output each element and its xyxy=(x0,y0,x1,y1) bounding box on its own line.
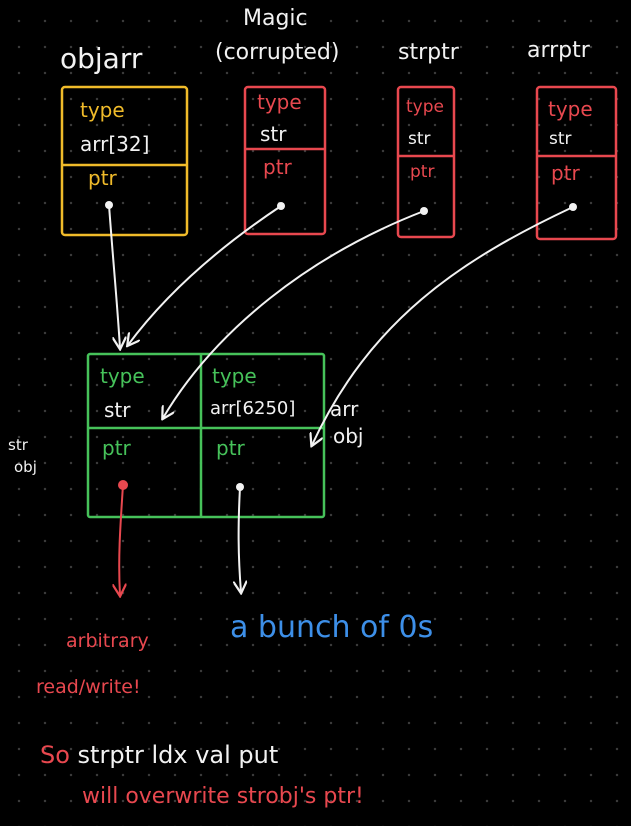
magic-box xyxy=(243,85,327,236)
arrptr-ptr-label: ptr xyxy=(551,161,580,185)
arrptr-field-label: str xyxy=(549,129,572,149)
strptr-box xyxy=(396,85,456,239)
objarr-type-label: type xyxy=(80,98,125,122)
str-obj-label-line2: obj xyxy=(14,458,37,476)
magic-ptr-label: ptr xyxy=(263,155,292,179)
note-line1-text: So strptr ldx val put xyxy=(40,741,279,769)
header-strptr: strptr xyxy=(398,40,459,65)
arbitrary-label-line2: read/write! xyxy=(36,676,141,698)
header-arrptr: arrptr xyxy=(527,38,590,63)
zeros-label: a bunch of 0s xyxy=(230,610,434,645)
magic-field-label: str xyxy=(260,122,287,146)
arrobj-field-label: arr[6250] xyxy=(210,398,296,419)
strobj-ptr-label: ptr xyxy=(102,436,131,460)
arrptr-to-arrobj-arrow xyxy=(312,206,574,445)
arrptr-box xyxy=(535,85,618,241)
magic-to-main-arrow xyxy=(128,205,282,345)
arrobj-ptr-arrow xyxy=(239,486,241,592)
note-line2: will overwrite strobj's ptr! xyxy=(82,784,364,809)
header-magic-line1: Magic xyxy=(243,6,308,31)
arrobj-type-label: type xyxy=(212,364,257,388)
header-magic-line2: (corrupted) xyxy=(215,40,340,65)
magic-type-label: type xyxy=(257,90,302,114)
strobj-field-label: str xyxy=(104,398,131,422)
strobj-ptr-arrow xyxy=(119,484,123,595)
strptr-ptr-label: ptr xyxy=(410,162,435,182)
header-objarr: objarr xyxy=(60,42,143,75)
objarr-field-label: arr[32] xyxy=(80,132,150,156)
note-line1: So strptr ldx val put xyxy=(40,741,278,769)
strptr-to-strobj-arrow xyxy=(163,210,425,418)
arrobj-ptr-label: ptr xyxy=(216,436,245,460)
objarr-box xyxy=(60,85,189,237)
strptr-type-label: type xyxy=(406,97,444,117)
objarr-to-main-arrow xyxy=(108,204,120,348)
main-object-box xyxy=(86,352,326,519)
strptr-field-label: str xyxy=(408,129,431,149)
arbitrary-label-line1: arbitrary xyxy=(66,630,149,652)
objarr-ptr-label: ptr xyxy=(88,166,117,190)
arrptr-type-label: type xyxy=(548,97,593,121)
str-obj-label-line1: str xyxy=(8,436,28,454)
arr-obj-label-line2: obj xyxy=(333,424,364,448)
arr-obj-label-line1: arr xyxy=(330,397,359,421)
strobj-type-label: type xyxy=(100,364,145,388)
